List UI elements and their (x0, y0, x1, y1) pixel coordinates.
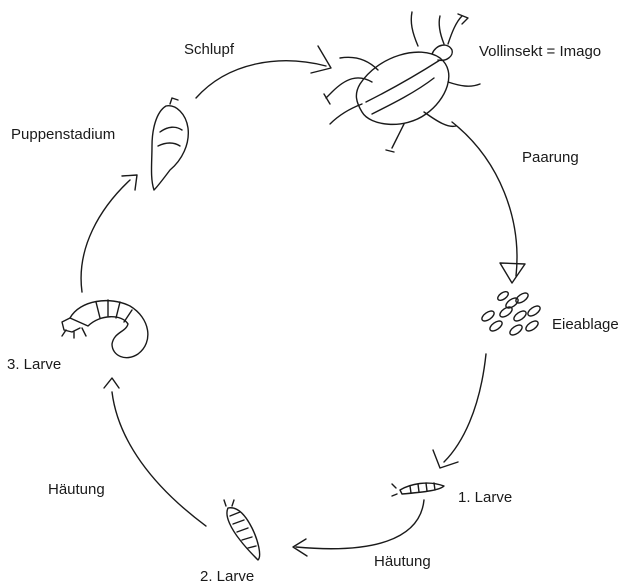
label-imago: Vollinsekt = Imago (479, 44, 601, 59)
label-paarung: Paarung (522, 150, 579, 165)
label-haeutung-bottom: Häutung (374, 554, 431, 569)
label-haeutung-left: Häutung (48, 482, 105, 497)
label-larve-2: 2. Larve (200, 569, 254, 584)
arrow-haeutung-bottom (293, 500, 424, 556)
arrow-haeutung-left (104, 378, 206, 526)
label-schlupf: Schlupf (184, 42, 234, 57)
arrow-larve3-to-puppe (81, 175, 137, 292)
larva-1-icon (392, 483, 444, 496)
label-larve-1: 1. Larve (458, 490, 512, 505)
arrow-paarung (452, 122, 525, 283)
label-eiablage: Eieablage (552, 317, 619, 332)
eggs-icon (480, 290, 542, 337)
larva-3-icon (62, 300, 148, 358)
label-larve-3: 3. Larve (7, 357, 61, 372)
larva-2-icon (224, 500, 260, 560)
label-puppenstadium: Puppenstadium (11, 127, 115, 142)
pupa-icon (152, 98, 189, 190)
beetle-icon (324, 12, 480, 152)
arrow-eiablage-to-larve1 (433, 354, 486, 468)
